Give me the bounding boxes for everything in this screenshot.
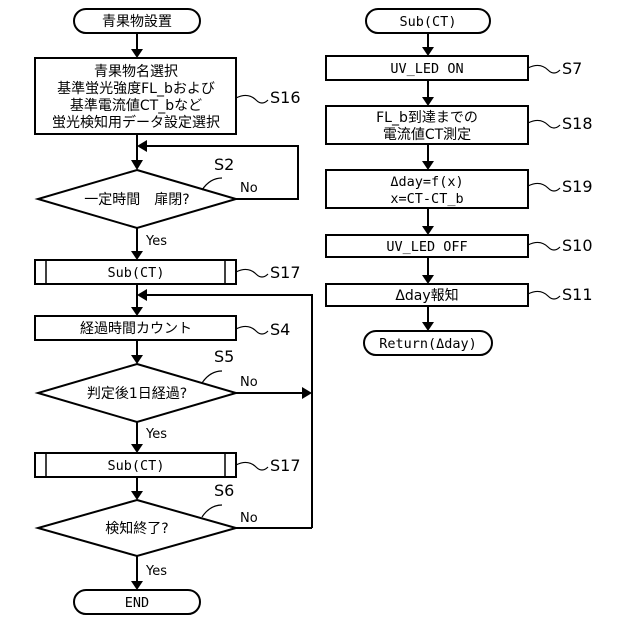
s6-ref: S6 (214, 481, 234, 500)
s2-yes-label: Yes (145, 234, 167, 249)
s6-no-label: No (240, 511, 258, 526)
s7-ref: S7 (562, 59, 582, 78)
s16-line-4: 蛍光検知用データ設定選択 (52, 114, 220, 131)
s2-no-label: No (240, 181, 258, 196)
s5-no-label: No (240, 375, 258, 390)
s11-ref: S11 (562, 285, 593, 304)
end-label: END (125, 595, 149, 611)
s16-ref: S16 (270, 88, 301, 107)
s17a-ref: S17 (270, 263, 301, 282)
s19-line-2: x=CT-CT_b (390, 191, 463, 207)
s17a-text: Sub(CT) (108, 265, 165, 281)
s5-yes-label: Yes (145, 427, 167, 442)
s16-line-1: 青果物名選択 (94, 64, 178, 80)
s18-ref: S18 (562, 114, 593, 133)
s7-text: UV_LED ON (390, 61, 463, 77)
s10-ref: S10 (562, 236, 593, 255)
s10-text: UV_LED OFF (386, 239, 467, 255)
s5-ref: S5 (214, 347, 234, 366)
s17b-ref: S17 (270, 456, 301, 475)
s17b-text: Sub(CT) (108, 458, 165, 474)
s16-line-3: 基準電流値CT_bなど (70, 97, 202, 114)
s19-ref: S19 (562, 177, 593, 196)
s2-ref: S2 (214, 155, 234, 174)
s5-text: 判定後1日経過? (87, 386, 187, 402)
s18-line-2: 電流値CT測定 (383, 127, 471, 143)
s16-line-2: 基準蛍光強度FL_bおよび (57, 80, 215, 97)
s6-yes-label: Yes (145, 564, 167, 579)
s2-text: 一定時間 扉閉? (84, 192, 189, 208)
s4-ref: S4 (270, 320, 290, 339)
start-label: 青果物設置 (102, 14, 172, 30)
s6-text: 検知終了? (105, 520, 168, 537)
s19-line-1: Δday=f(x) (390, 174, 463, 190)
sub-start-label: Sub(CT) (400, 14, 457, 30)
s18-line-1: FL_b到達までの (376, 110, 478, 126)
s4-text: 経過時間カウント (80, 321, 192, 337)
s11-text: Δday報知 (395, 287, 458, 304)
return-label: Return(Δday) (379, 336, 477, 352)
